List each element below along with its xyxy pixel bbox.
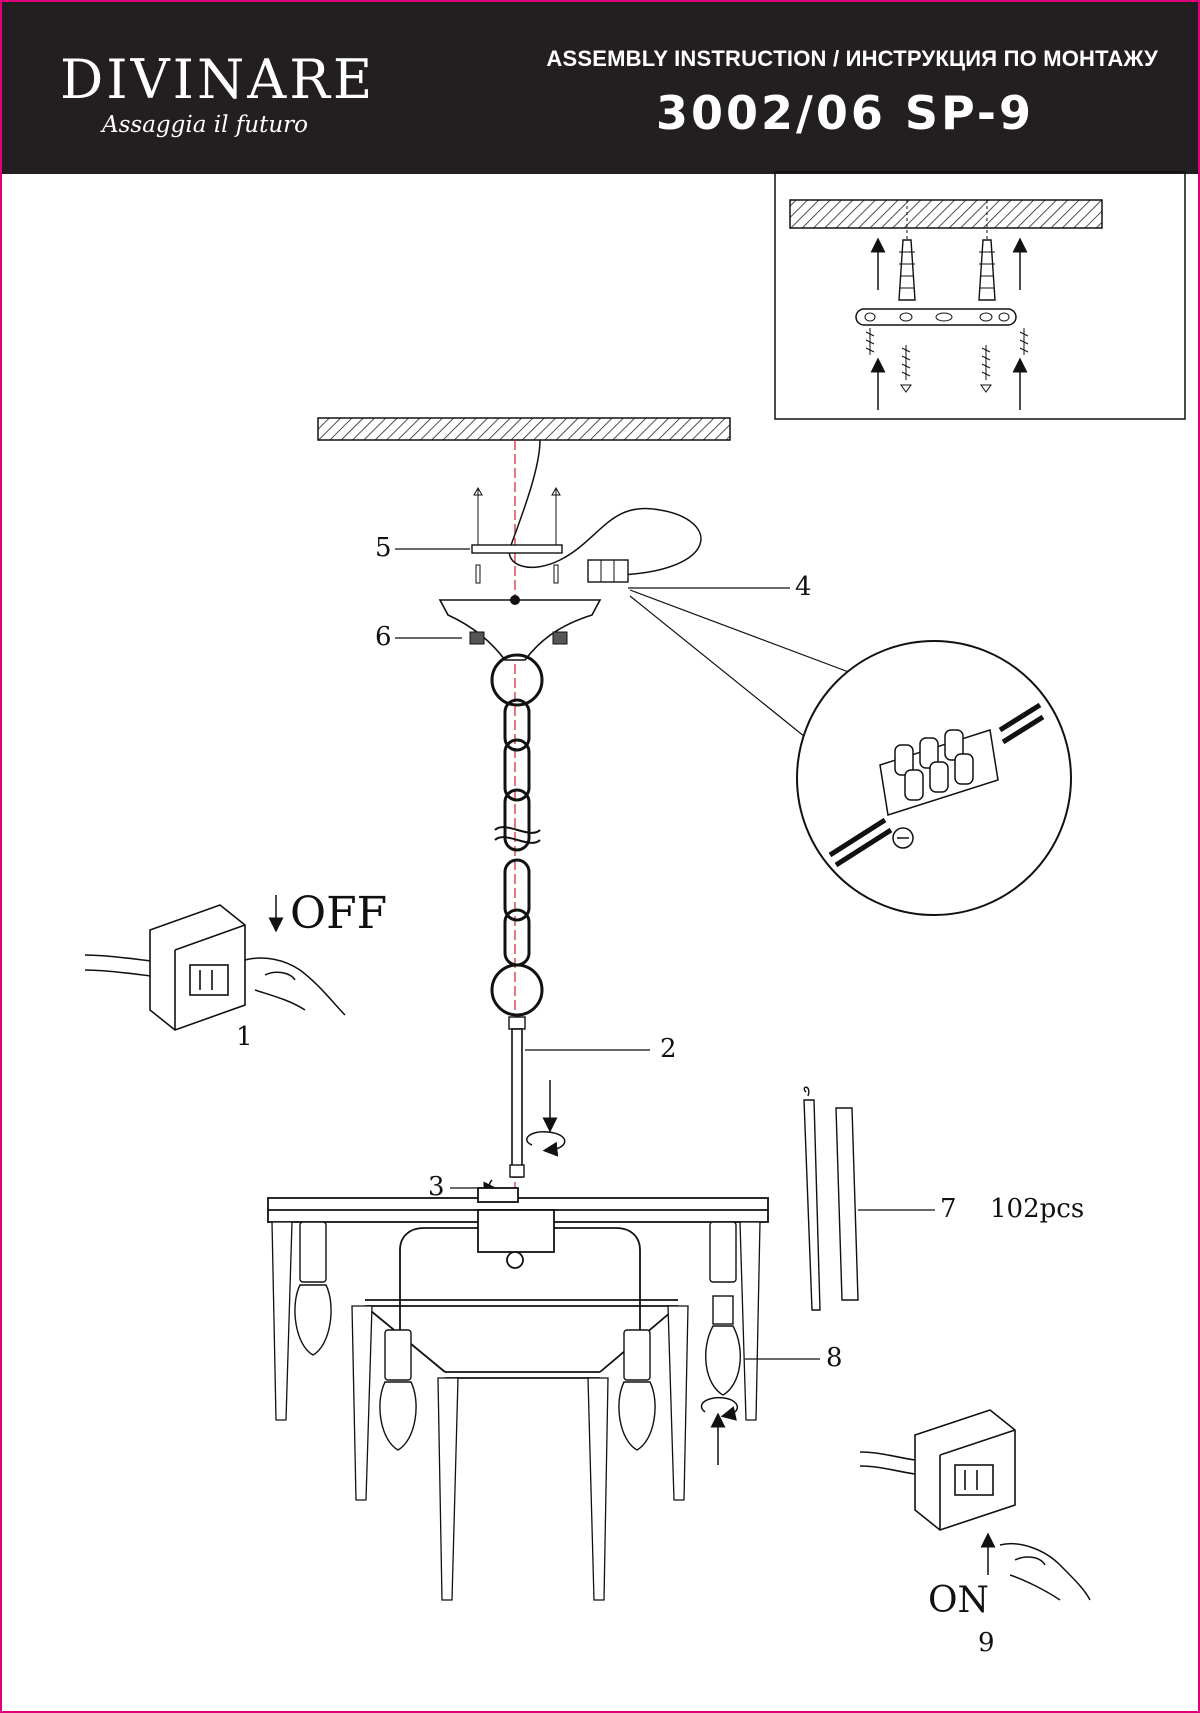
rotate-arrow-icon xyxy=(700,1396,738,1421)
terminal-block-icon xyxy=(879,729,999,849)
document-title: ASSEMBLY INSTRUCTION / ИНСТРУКЦИЯ ПО МОН… xyxy=(546,46,1158,71)
supply-cable xyxy=(508,439,702,576)
canopy xyxy=(438,595,602,661)
callout-2: 2 xyxy=(660,1034,677,1064)
wall-switch-off-icon xyxy=(84,904,246,1031)
callout-3: 3 xyxy=(428,1172,445,1202)
extension-rod xyxy=(508,1016,526,1178)
bulb-icon xyxy=(705,1295,741,1396)
canopy-screw-icon xyxy=(469,631,485,645)
chain xyxy=(490,653,544,1017)
crystal-prism xyxy=(271,1221,761,1601)
ceiling xyxy=(317,417,731,441)
canopy-screw-icon xyxy=(552,631,568,645)
brand-logo: DIVINARE xyxy=(60,48,376,111)
model-number: 3002/06 SP-9 xyxy=(656,86,1034,140)
terminal-detail-magnifier xyxy=(629,589,1072,916)
rotate-arrow-icon xyxy=(526,1131,566,1157)
callout-4: 4 xyxy=(795,572,812,602)
crystal-prism xyxy=(803,1086,859,1311)
up-arrow-icon xyxy=(870,237,1028,410)
callout-6: 6 xyxy=(375,622,392,652)
callout-9: 9 xyxy=(978,1628,995,1658)
wall-switch-on-icon xyxy=(859,1409,1016,1531)
callout-5: 5 xyxy=(375,533,392,563)
mounting-inset xyxy=(774,171,1186,420)
off-label: OFF xyxy=(290,888,388,939)
callout-1: 1 xyxy=(236,1022,253,1052)
hand-icon xyxy=(244,957,346,1016)
callout-7: 7 xyxy=(940,1194,957,1224)
on-label: ON xyxy=(928,1580,990,1621)
hand-icon xyxy=(999,1543,1091,1601)
wall-plug-icon xyxy=(898,200,996,301)
candle-lamp-icon xyxy=(294,1221,737,1451)
crystal-count: 102pcs xyxy=(990,1194,1085,1224)
mounting-bracket xyxy=(471,486,563,584)
mounting-plate-icon xyxy=(855,308,1017,326)
screw-icon xyxy=(865,328,1029,393)
callout-8: 8 xyxy=(826,1343,843,1373)
chandelier-frame xyxy=(267,1187,769,1379)
terminal-block-icon xyxy=(587,559,629,583)
header-bar: DIVINARE Assaggia il futuro ASSEMBLY INS… xyxy=(2,2,1198,174)
brand-tagline: Assaggia il futuro xyxy=(102,112,309,138)
